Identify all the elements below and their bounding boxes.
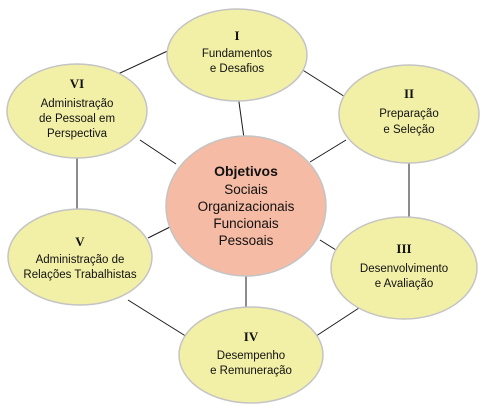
center-line: Organizacionais: [198, 199, 295, 214]
spoke-ii: [309, 139, 347, 163]
node-iv-label: e Remuneração: [210, 365, 292, 377]
node-iv-ellipse: [178, 306, 324, 404]
spoke-iii: [319, 239, 337, 251]
node-vi-label: de Pessoal em: [39, 113, 115, 125]
node-i: I Fundamentos e Desafios: [166, 8, 308, 102]
node-iii-label: Desenvolvimento: [360, 263, 448, 275]
connector-iv-v: [127, 299, 193, 341]
node-ii-ellipse: [338, 64, 480, 164]
node-vi-ellipse: [6, 63, 148, 159]
node-v-ellipse: [7, 208, 153, 306]
node-i-ellipse: [166, 8, 308, 102]
spoke-i: [237, 94, 245, 139]
node-i-numeral: I: [234, 28, 239, 43]
node-iii-label: e Avaliação: [375, 278, 434, 290]
center-ellipse: [165, 135, 327, 277]
node-i-label: e Desafios: [210, 63, 265, 75]
node-v-numeral: V: [75, 234, 85, 249]
node-iii: III Desenvolvimento e Avaliação: [330, 216, 478, 320]
node-v: V Administração de Relações Trabalhistas: [7, 208, 153, 306]
connector-iii-iv: [309, 305, 363, 341]
node-ii: II Preparação e Seleção: [338, 64, 480, 164]
spoke-v: [147, 225, 173, 239]
center-line: Pessoais: [219, 233, 274, 248]
node-vi: VI Administração de Pessoal em Perspecti…: [6, 63, 148, 159]
center-line: Funcionais: [213, 216, 279, 231]
node-ii-numeral: II: [404, 86, 414, 101]
node-ii-label: Preparação: [379, 108, 438, 120]
connector-lines: [76, 47, 410, 341]
node-vi-numeral: VI: [70, 76, 84, 91]
node-iv-label: Desempenho: [217, 350, 285, 362]
spoke-vi: [139, 139, 177, 165]
center-title: Objetivos: [214, 163, 278, 179]
node-v-label: Administração de: [36, 254, 125, 266]
node-vi-label: Administração: [41, 98, 114, 110]
connector-vi-i: [117, 47, 175, 75]
node-ii-label: e Seleção: [383, 124, 434, 136]
node-v-label: Relações Trabalhistas: [23, 269, 136, 281]
node-iii-numeral: III: [396, 241, 411, 256]
center-node: Objetivos Sociais Organizacionais Funcio…: [165, 135, 327, 277]
center-line: Sociais: [224, 182, 268, 197]
node-vi-label: Perspectiva: [47, 128, 108, 140]
node-iv-numeral: IV: [244, 329, 259, 344]
node-iii-ellipse: [330, 216, 478, 320]
node-i-label: Fundamentos: [202, 48, 273, 60]
node-iv: IV Desempenho e Remuneração: [178, 306, 324, 404]
